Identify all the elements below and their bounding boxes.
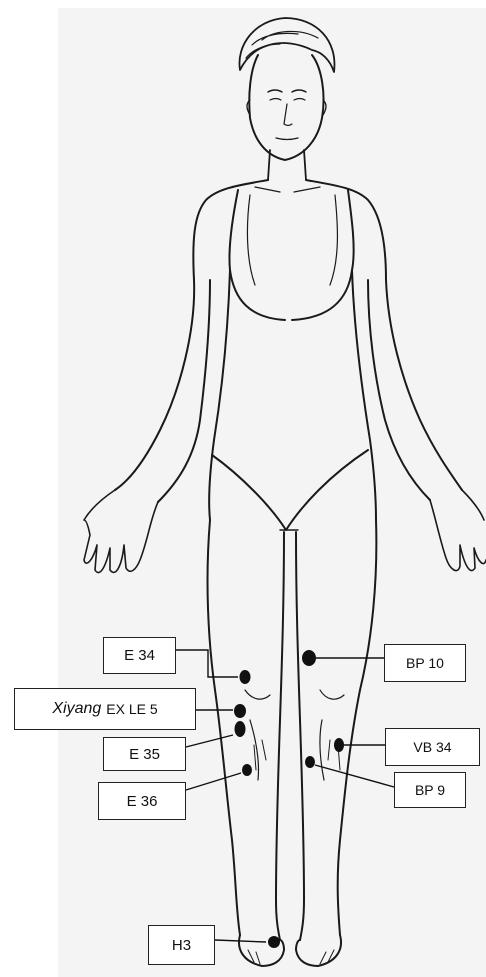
label-bp9: BP 9 bbox=[394, 772, 466, 808]
label-vb34: VB 34 bbox=[385, 728, 480, 766]
suit-bottom bbox=[212, 450, 368, 530]
point-bp10 bbox=[302, 650, 316, 666]
point-bp9 bbox=[305, 756, 315, 768]
point-e36 bbox=[242, 764, 252, 776]
label-bp10: BP 10 bbox=[384, 644, 466, 682]
left-leg-inner bbox=[276, 532, 284, 940]
label-e35-text: E 35 bbox=[129, 746, 160, 763]
leader-h3 bbox=[215, 940, 266, 942]
label-bp10-text: BP 10 bbox=[406, 655, 444, 671]
suit-left-strap bbox=[229, 190, 285, 320]
left-hand bbox=[84, 490, 158, 573]
right-shoulder-arm bbox=[306, 180, 462, 490]
point-e35 bbox=[235, 721, 246, 737]
point-e34 bbox=[240, 670, 251, 684]
label-h3-text: H3 bbox=[172, 937, 191, 954]
leader-e36 bbox=[186, 773, 241, 790]
label-xiyang: Xiyang EX LE 5 bbox=[14, 688, 196, 730]
label-vb34-text: VB 34 bbox=[413, 739, 451, 755]
right-leg-inner bbox=[296, 532, 304, 940]
suit-right-strap bbox=[292, 190, 354, 320]
right-hand bbox=[430, 490, 486, 571]
label-h3: H3 bbox=[148, 925, 215, 965]
point-xiyang bbox=[234, 704, 246, 718]
leader-e34 bbox=[176, 650, 238, 677]
label-e34-text: E 34 bbox=[124, 647, 155, 664]
leader-bp9 bbox=[315, 765, 394, 787]
label-xiyang-code: EX LE 5 bbox=[106, 701, 157, 717]
left-shoulder-arm bbox=[115, 180, 268, 490]
right-leg-outer bbox=[338, 520, 377, 935]
leader-e35 bbox=[186, 735, 233, 747]
point-vb34 bbox=[334, 738, 344, 752]
label-e34: E 34 bbox=[103, 637, 176, 674]
label-e36-text: E 36 bbox=[127, 793, 158, 810]
label-bp9-text: BP 9 bbox=[415, 782, 445, 798]
label-xiyang-name: Xiyang bbox=[52, 700, 101, 718]
label-e35: E 35 bbox=[103, 737, 186, 771]
label-e36: E 36 bbox=[98, 782, 186, 820]
point-h3 bbox=[268, 936, 280, 948]
